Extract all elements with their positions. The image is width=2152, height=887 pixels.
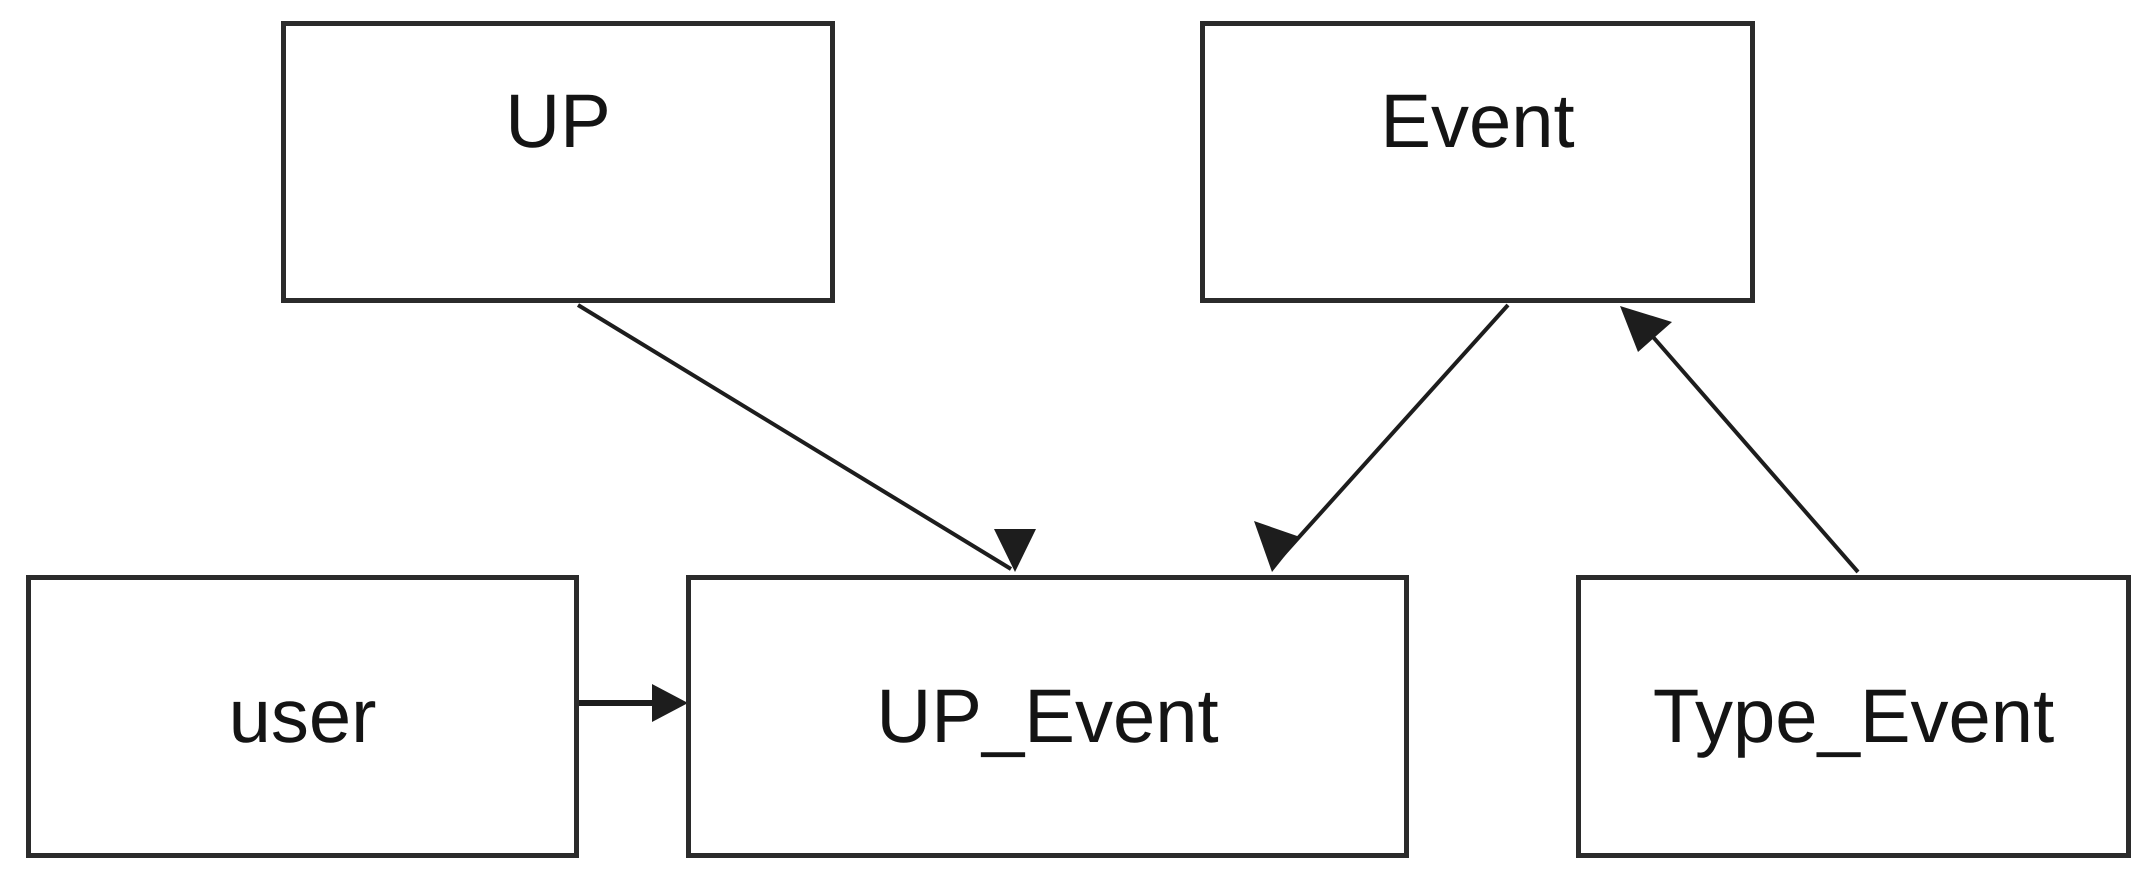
- edge-up-to-up-event: [576, 303, 1036, 572]
- edge-user-to-up-event: [579, 684, 688, 722]
- entity-node-type-event[interactable]: Type_Event: [1576, 575, 2131, 858]
- entity-node-up[interactable]: UP: [281, 21, 835, 303]
- entity-label-type-event: Type_Event: [1652, 673, 2055, 759]
- entity-node-up-event[interactable]: UP_Event: [686, 575, 1409, 858]
- edge-type-event-to-event: [1620, 306, 1860, 574]
- entity-label-user: user: [228, 673, 377, 759]
- edge-event-to-up-event: [1254, 303, 1510, 572]
- entity-label-up-event: UP_Event: [876, 673, 1219, 759]
- entity-label-up: UP: [505, 79, 611, 164]
- entity-node-event[interactable]: Event: [1200, 21, 1755, 303]
- entity-label-event: Event: [1380, 79, 1575, 164]
- entity-node-user[interactable]: user: [26, 575, 579, 858]
